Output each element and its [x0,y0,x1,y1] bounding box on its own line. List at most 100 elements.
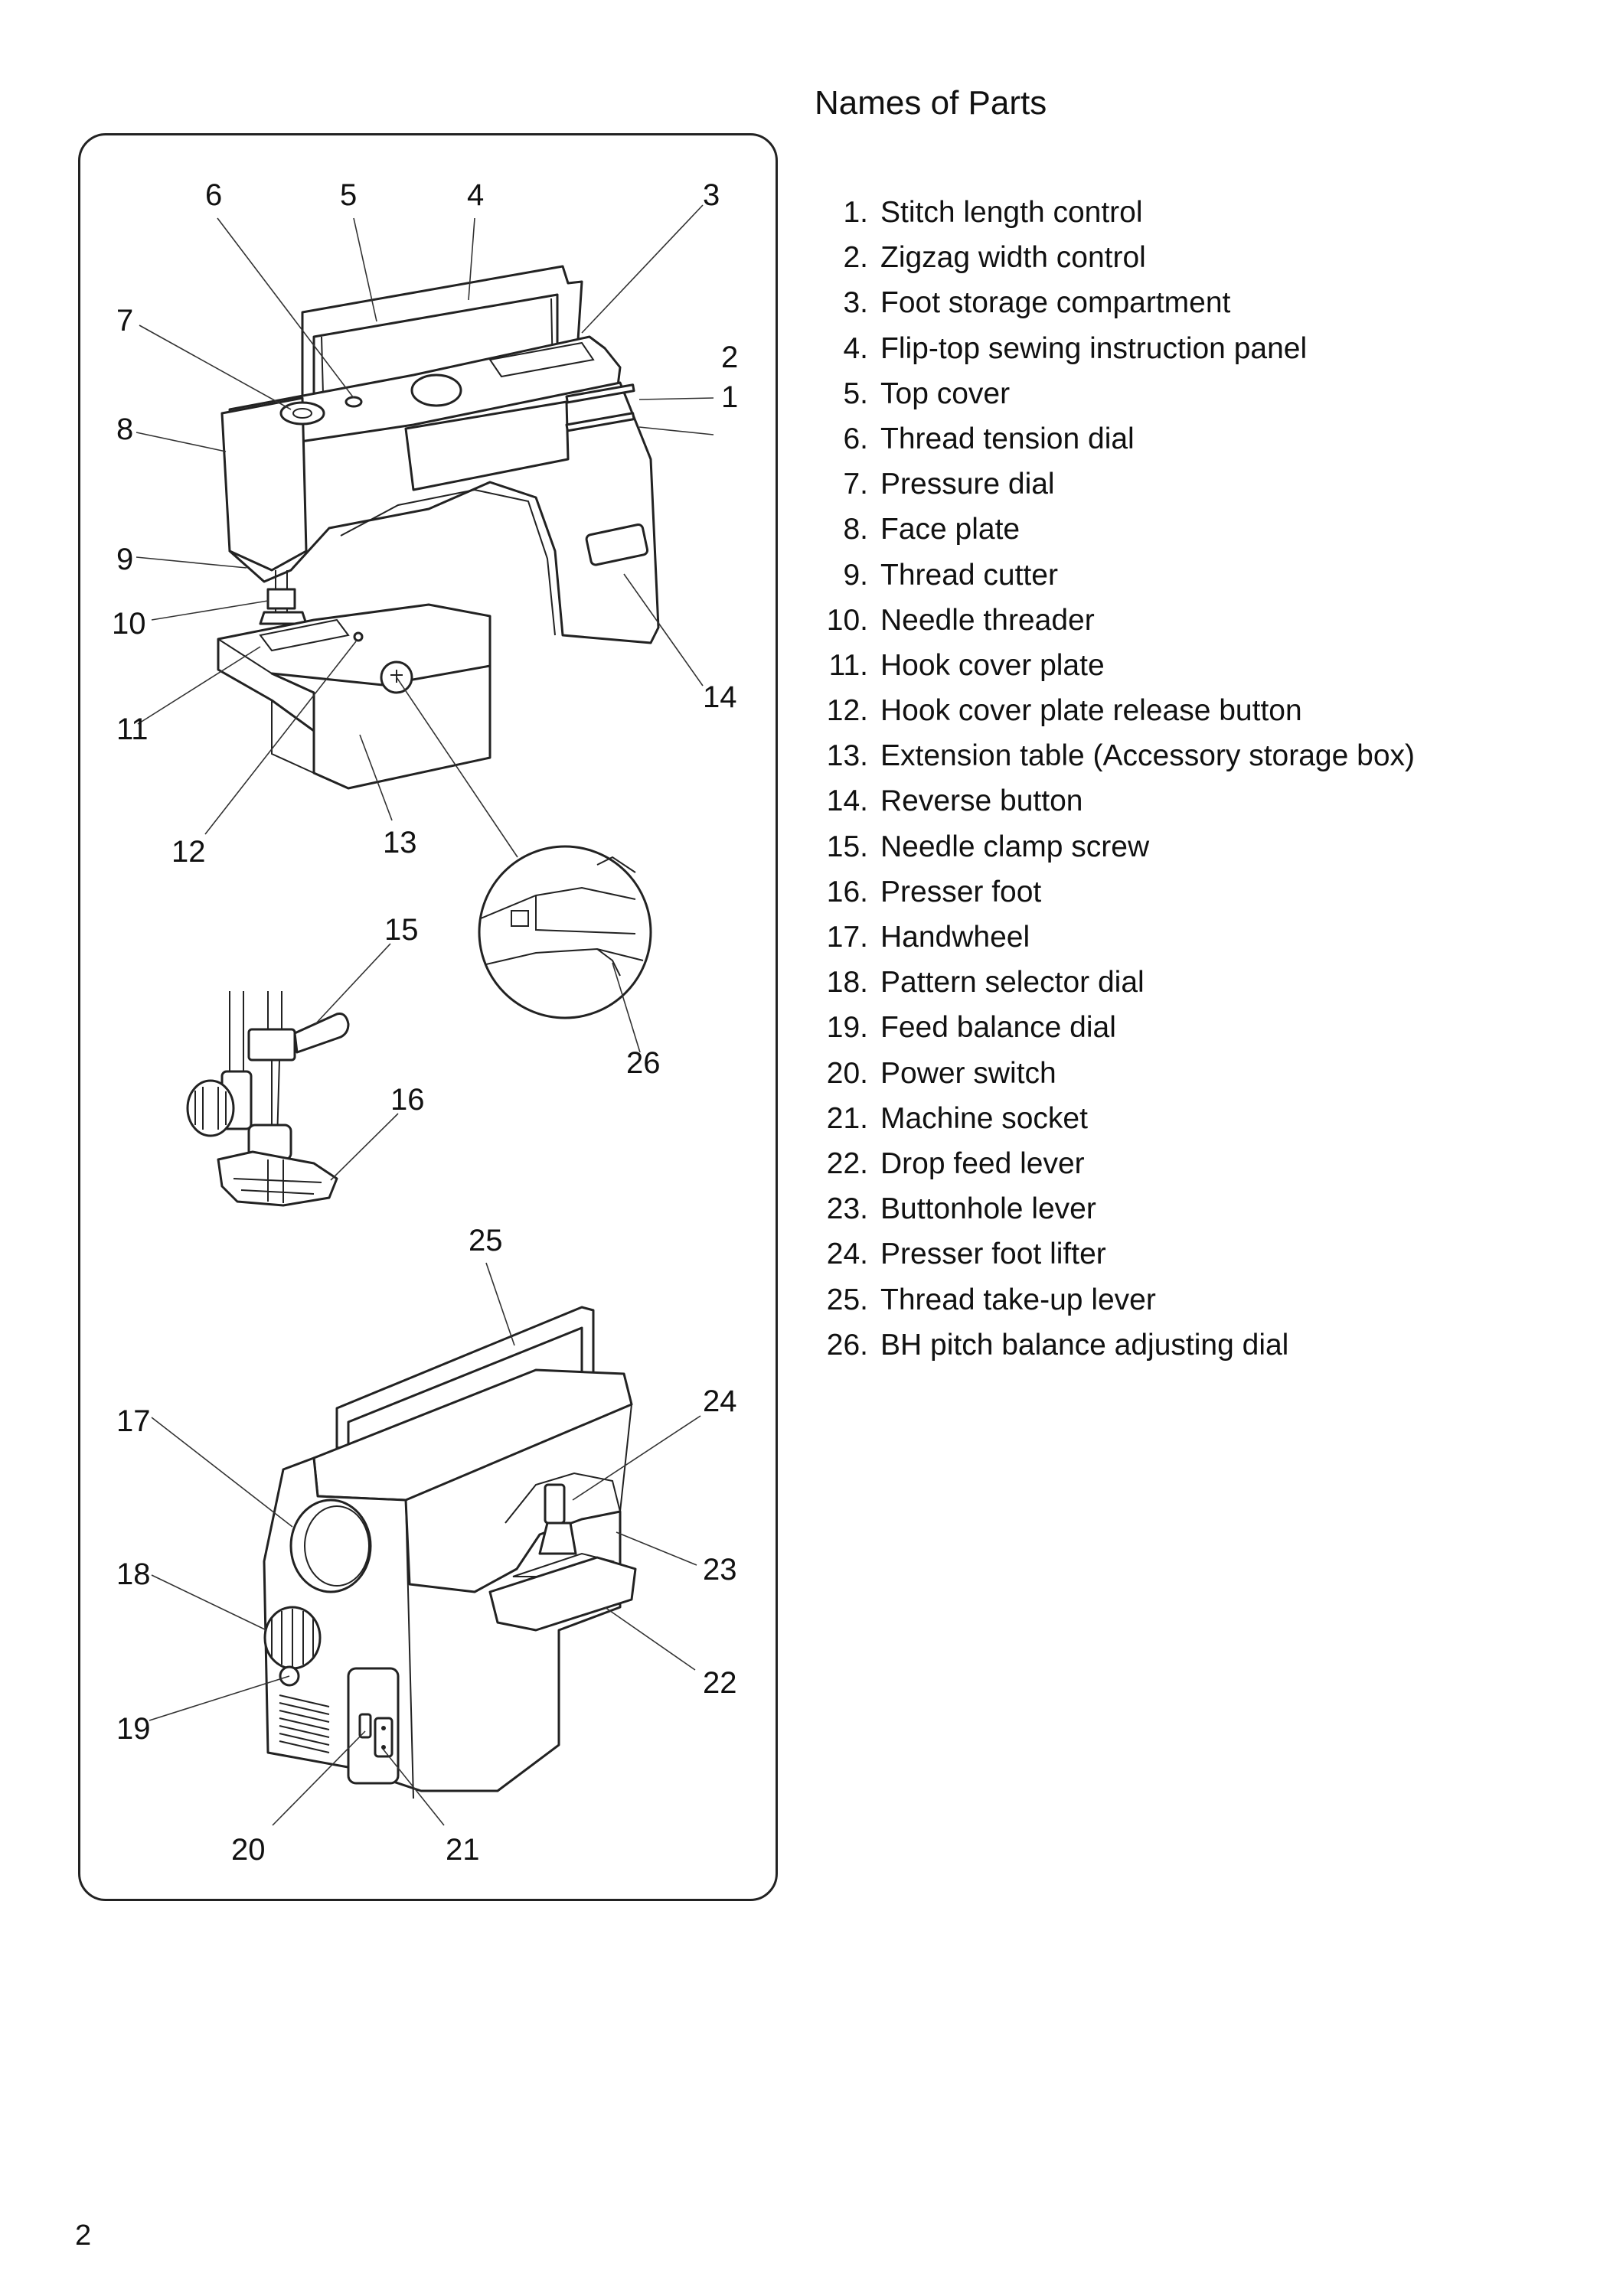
callout-number: 10 [112,607,146,641]
list-item: 16.Presser foot [815,869,1415,915]
sewing-machine-front-drawing [217,265,660,790]
part-number: 12. [826,694,868,728]
part-number: 25. [826,1283,868,1316]
callout-number: 11 [116,713,149,746]
part-name: Face plate [880,513,1020,546]
part-name: Zigzag width control [880,241,1146,275]
part-number: 6. [843,422,868,455]
part-name: Drop feed lever [880,1146,1085,1180]
part-number: 2. [843,241,868,275]
part-name: Power switch [880,1056,1056,1090]
callout-number: 12 [171,835,206,869]
callout-number: 1 [721,380,738,414]
part-name: Thread take-up lever [880,1283,1156,1316]
part-number: 22. [826,1146,868,1180]
part-name: Hook cover plate [880,648,1105,682]
list-item: 23. Buttonhole lever [815,1186,1415,1231]
list-item: 7.Pressure dial [815,461,1415,507]
part-number: 5. [843,377,868,410]
part-name: Presser foot lifter [880,1238,1106,1271]
list-item: 19. Feed balance dial [815,1005,1415,1050]
presser-foot-drawing [186,991,350,1207]
callout-number: 15 [384,913,419,947]
part-number: 23. [826,1192,868,1226]
magnified-detail-circle [478,845,652,1019]
part-number: 18. [826,966,868,1000]
part-name: BH pitch balance adjusting dial [880,1328,1289,1362]
callout-number: 22 [703,1666,737,1700]
list-item: 13.Extension table (Accessory storage bo… [815,733,1415,778]
part-number: 26. [826,1328,868,1362]
part-number: 1. [843,196,868,229]
callout-number: 8 [116,413,133,446]
list-item: 3. Foot storage compartment [815,280,1415,325]
list-item: 15. Needle clamp screw [815,824,1415,869]
leader-lines [136,204,714,1826]
part-number: 19. [826,1011,868,1045]
list-item: 9. Thread cutter [815,553,1415,598]
callout-numbers: 1 2 3 4 5 6 7 8 9 10 11 12 13 14 15 16 1… [112,178,738,1867]
part-name: Presser foot [880,875,1042,908]
part-number: 8. [843,513,868,546]
page-number: 2 [75,2219,92,2252]
part-name: Foot storage compartment [880,286,1231,320]
list-item: 11. Hook cover plate [815,643,1415,688]
callout-number: 3 [703,178,720,212]
part-number: 4. [843,331,868,365]
callout-number: 24 [703,1384,737,1418]
list-item: 17.Handwheel [815,915,1415,960]
callout-number: 25 [469,1224,503,1257]
part-name: Extension table (Accessory storage box) [880,739,1416,773]
part-number: 14. [826,784,868,818]
part-name: Pressure dial [880,468,1055,501]
part-number: 15. [826,830,868,863]
list-item: 22. Drop feed lever [815,1141,1415,1186]
part-name: Flip-top sewing instruction panel [880,331,1308,365]
list-item: 1. Stitch length control [815,190,1415,235]
part-name: Buttonhole lever [880,1192,1096,1226]
callout-number: 2 [721,341,738,374]
list-item: 14. Reverse button [815,778,1415,823]
callout-number: 23 [703,1553,737,1587]
callout-number: 16 [390,1083,425,1117]
page-title: Names of Parts [815,84,1047,122]
list-item: 6. Thread tension dial [815,416,1415,461]
list-item: 12. Hook cover plate release button [815,688,1415,733]
part-number: 20. [826,1056,868,1090]
callout-number: 6 [205,178,222,212]
callout-number: 18 [116,1557,151,1591]
list-item: 25. Thread take-up lever [815,1277,1415,1322]
list-item: 24.Presser foot lifter [815,1231,1415,1277]
callout-number: 19 [116,1712,151,1746]
part-name: Needle threader [880,603,1095,637]
list-item: 4. Flip-top sewing instruction panel [815,326,1415,371]
part-name: Top cover [880,377,1011,410]
list-item: 10. Needle threader [815,598,1415,643]
part-name: Feed balance dial [880,1011,1116,1045]
sewing-machine-rear-drawing [263,1306,637,1799]
part-name: Thread cutter [880,558,1058,592]
callout-number: 7 [116,304,133,338]
callout-number: 4 [467,178,484,212]
part-number: 3. [843,286,868,320]
parts-list: 1. Stitch length control 2. Zigzag width c… [815,190,1415,1368]
part-name: Pattern selector dial [880,966,1145,1000]
part-name: Stitch length control [880,196,1143,229]
callout-number: 20 [231,1833,266,1867]
part-number: 21. [826,1101,868,1135]
callout-number: 26 [626,1046,661,1080]
part-number: 10. [826,603,868,637]
list-item: 20. Power switch [815,1051,1415,1096]
list-item: 21. Machine socket [815,1096,1415,1141]
callout-number: 13 [383,826,417,859]
part-name: Hook cover plate release button [880,694,1302,728]
part-name: Needle clamp screw [880,830,1150,863]
part-number: 11. [828,648,868,682]
part-name: Reverse button [880,784,1083,818]
part-name: Thread tension dial [880,422,1135,455]
part-number: 9. [843,558,868,592]
part-name: Machine socket [880,1101,1088,1135]
parts-figure-frame [78,133,778,1901]
list-item: 2. Zigzag width control [815,235,1415,280]
